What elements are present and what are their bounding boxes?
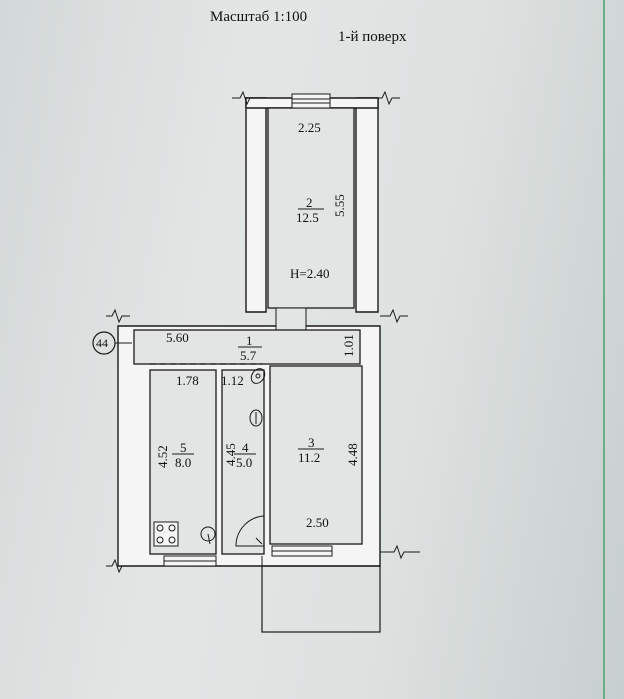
room-2-floor <box>267 107 355 309</box>
room-5-width-dim: 1.78 <box>176 373 199 388</box>
room-5-length-dim: 4.52 <box>155 445 170 468</box>
room-5-area: 8.0 <box>175 455 192 470</box>
scale-label: Масштаб 1:100 <box>210 9 308 25</box>
hall-depth-dim: 1.01 <box>341 334 356 357</box>
upper-left-wall <box>245 97 267 313</box>
room-5-number: 5 <box>180 440 187 455</box>
window-top <box>291 93 331 109</box>
room-4-area: 5.0 <box>236 455 253 470</box>
margin-line <box>603 0 605 699</box>
room-2-number: 2 <box>306 195 313 210</box>
hall-width-dim: 5.60 <box>166 330 189 345</box>
room-3-number: 3 <box>308 435 315 450</box>
room-4-floor <box>221 369 265 555</box>
stove-icon <box>153 521 179 547</box>
room-3-area: 11.2 <box>298 450 321 465</box>
room-3-length-dim: 4.48 <box>345 443 360 466</box>
room-2-height: H=2.40 <box>290 266 330 281</box>
break-mark-bottom-right <box>380 544 420 560</box>
break-mark-top-right <box>372 90 400 106</box>
floor-label: 1-й поверх <box>338 29 407 45</box>
window-bottom-right <box>271 545 333 557</box>
room-1-area: 5.7 <box>240 348 257 363</box>
upper-right-wall <box>355 97 379 313</box>
room-3-floor <box>269 365 363 545</box>
break-mark-bottom-left <box>106 558 130 574</box>
sink-icon <box>200 526 216 545</box>
balcony <box>261 565 381 633</box>
room-4-number: 4 <box>242 440 249 455</box>
bath-width-dim: 1.12 <box>221 373 244 388</box>
toilet-icon <box>249 409 263 427</box>
room-2-length-dim: 5.55 <box>332 194 347 217</box>
room-1-number: 1 <box>246 333 253 348</box>
door-room2 <box>275 307 307 331</box>
room-3-width-dim: 2.50 <box>306 515 329 530</box>
window-bottom-left <box>163 555 217 567</box>
basin-icon <box>250 368 266 384</box>
shower-icon <box>235 515 265 547</box>
section-marker-label: 44 <box>96 336 108 350</box>
break-mark-mid-right <box>380 308 408 324</box>
room-2-area: 12.5 <box>296 210 319 225</box>
room-2-width-dim: 2.25 <box>298 120 321 135</box>
break-mark-top-left <box>232 90 260 106</box>
break-mark-mid-left <box>106 308 130 324</box>
